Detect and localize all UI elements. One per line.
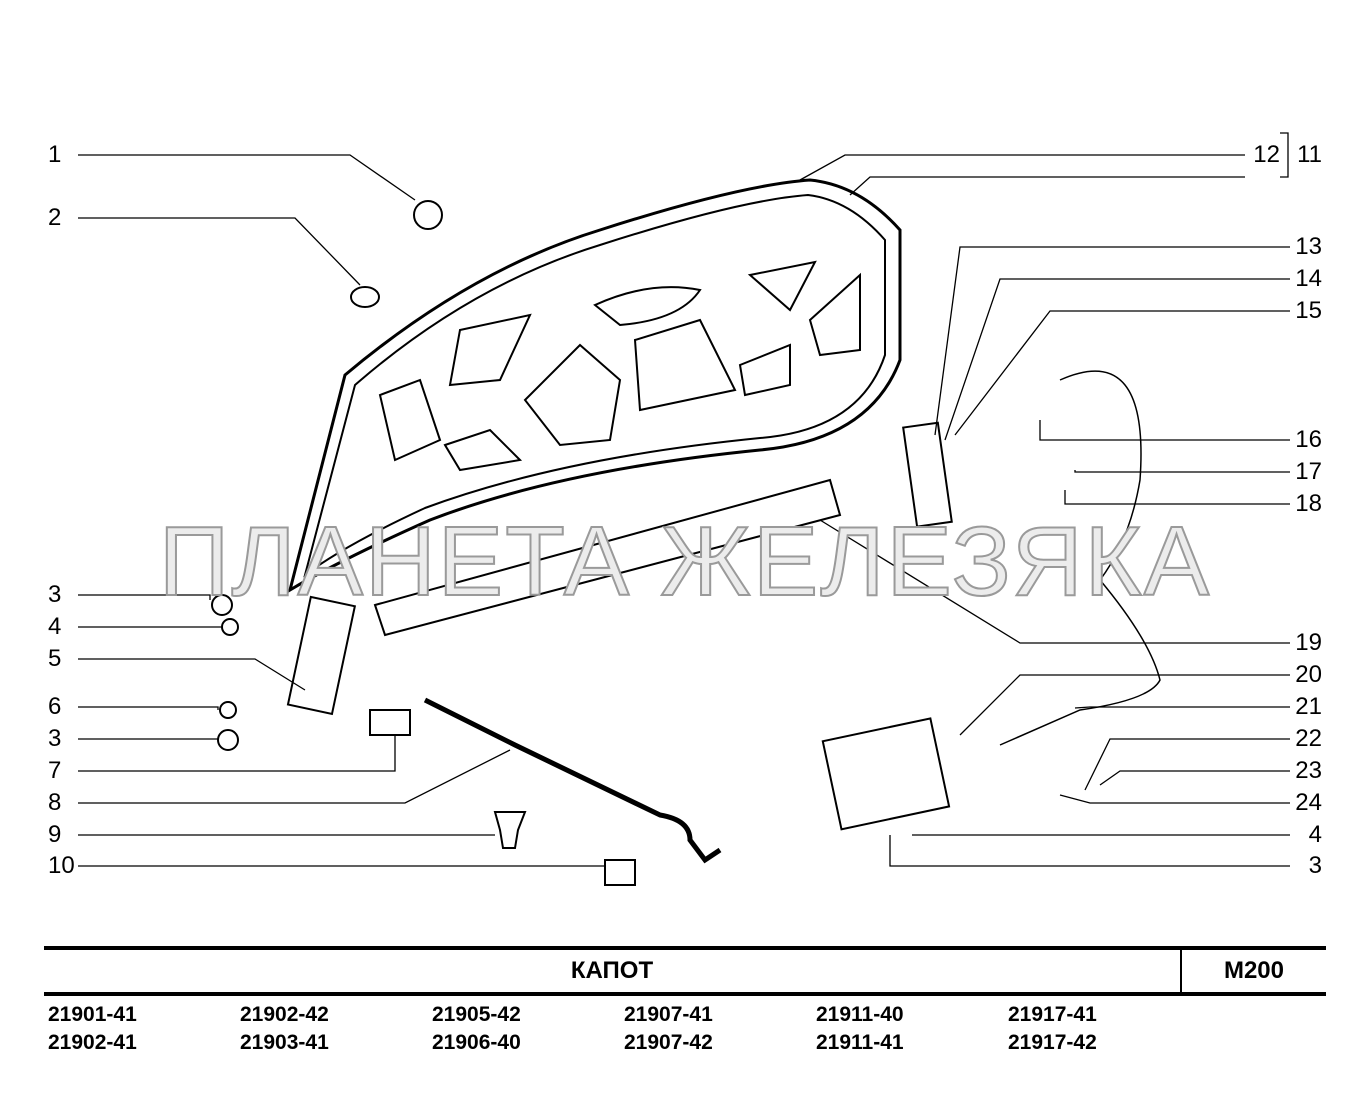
model-code: 21917-42 [1008,1031,1097,1054]
nut [221,618,239,636]
model-code: 21902-41 [48,1031,137,1054]
callout-9: 9 [48,821,62,848]
callout-6: 6 [48,693,62,720]
callout-21: 21 [1295,693,1322,720]
model-code: 21906-40 [432,1031,521,1054]
grommet-1 [413,200,443,230]
leader-line [78,865,606,870]
leader-line [934,246,1290,436]
leader-line [944,278,1290,441]
model-code: 21911-40 [816,1003,904,1026]
callout-17: 17 [1295,458,1322,485]
leader-line [78,217,361,286]
callout-14: 14 [1295,265,1322,292]
hood-seal [373,478,842,637]
callout-13: 13 [1295,233,1322,260]
title-block: КАПОТ M200 [44,946,1326,996]
washer [217,729,239,751]
bolt [219,701,237,719]
callout-11: 11 [1297,141,1322,168]
callout-20: 20 [1295,661,1322,688]
leader-line [78,594,211,600]
callout-4: 4 [48,613,62,640]
leader-line [959,674,1290,736]
hinge [286,595,357,716]
drawing-code: M200 [1180,950,1326,992]
leader-line [1280,132,1289,178]
callout-3: 3 [48,581,62,608]
leader-line [78,154,416,201]
callout-23: 23 [1295,757,1322,784]
model-code: 21903-41 [240,1031,329,1054]
rod-holder [369,709,411,736]
leader-line [78,735,396,772]
leader-line [1064,490,1290,505]
bump-stop-bracket [902,421,953,528]
leader-line [1059,794,1290,804]
callout-16: 16 [1295,426,1322,453]
leader-line [954,310,1290,436]
leader-line [849,176,1245,196]
leader-line [78,738,219,740]
leader-line [819,519,1290,644]
model-code: 21907-42 [624,1031,713,1054]
callout-4: 4 [1308,821,1322,848]
model-code: 21902-42 [240,1003,329,1026]
leader-line [1074,470,1290,473]
leader-line [1099,770,1290,786]
watermark: ПЛАНЕТА ЖЕЛЕЗЯКА [158,505,1212,617]
callout-24: 24 [1295,789,1322,816]
hood-prop-rod [423,697,722,864]
model-code: 21907-41 [624,1003,713,1026]
leader-line [1039,420,1290,441]
bumper-2 [350,286,380,308]
callout-15: 15 [1295,297,1322,324]
callout-2: 2 [48,204,62,231]
release-cable [999,370,1161,746]
callout-10: 10 [48,852,75,879]
callout-5: 5 [48,645,62,672]
callout-12: 12 [1253,141,1280,168]
callout-19: 19 [1295,629,1322,656]
leader-line [78,658,306,691]
drawing-title: КАПОТ [570,957,654,984]
clip-10 [604,859,636,886]
leader-line [799,154,1245,181]
callout-3: 3 [48,725,62,752]
leader-lines [78,132,1290,870]
callout-3: 3 [1308,852,1322,879]
clip-9 [493,811,527,849]
hood-panel [287,178,902,594]
leader-line [1084,738,1290,791]
callout-22: 22 [1295,725,1322,752]
callout-1: 1 [48,141,62,168]
model-code: 21905-42 [432,1003,521,1026]
lock-assembly [821,717,951,831]
callout-7: 7 [48,757,62,784]
callout-18: 18 [1295,490,1322,517]
model-list: 21901-41 21902-42 21905-42 21907-41 21911-40… [48,1003,1200,1055]
model-code: 21911-41 [816,1031,904,1054]
leader-line [1074,706,1290,709]
leader-line [78,706,219,710]
washer [211,594,233,616]
callout-8: 8 [48,789,62,816]
model-code: 21901-41 [48,1003,137,1026]
model-code: 21917-41 [1008,1003,1097,1026]
leader-line [889,835,1290,867]
leader-line [78,749,511,804]
